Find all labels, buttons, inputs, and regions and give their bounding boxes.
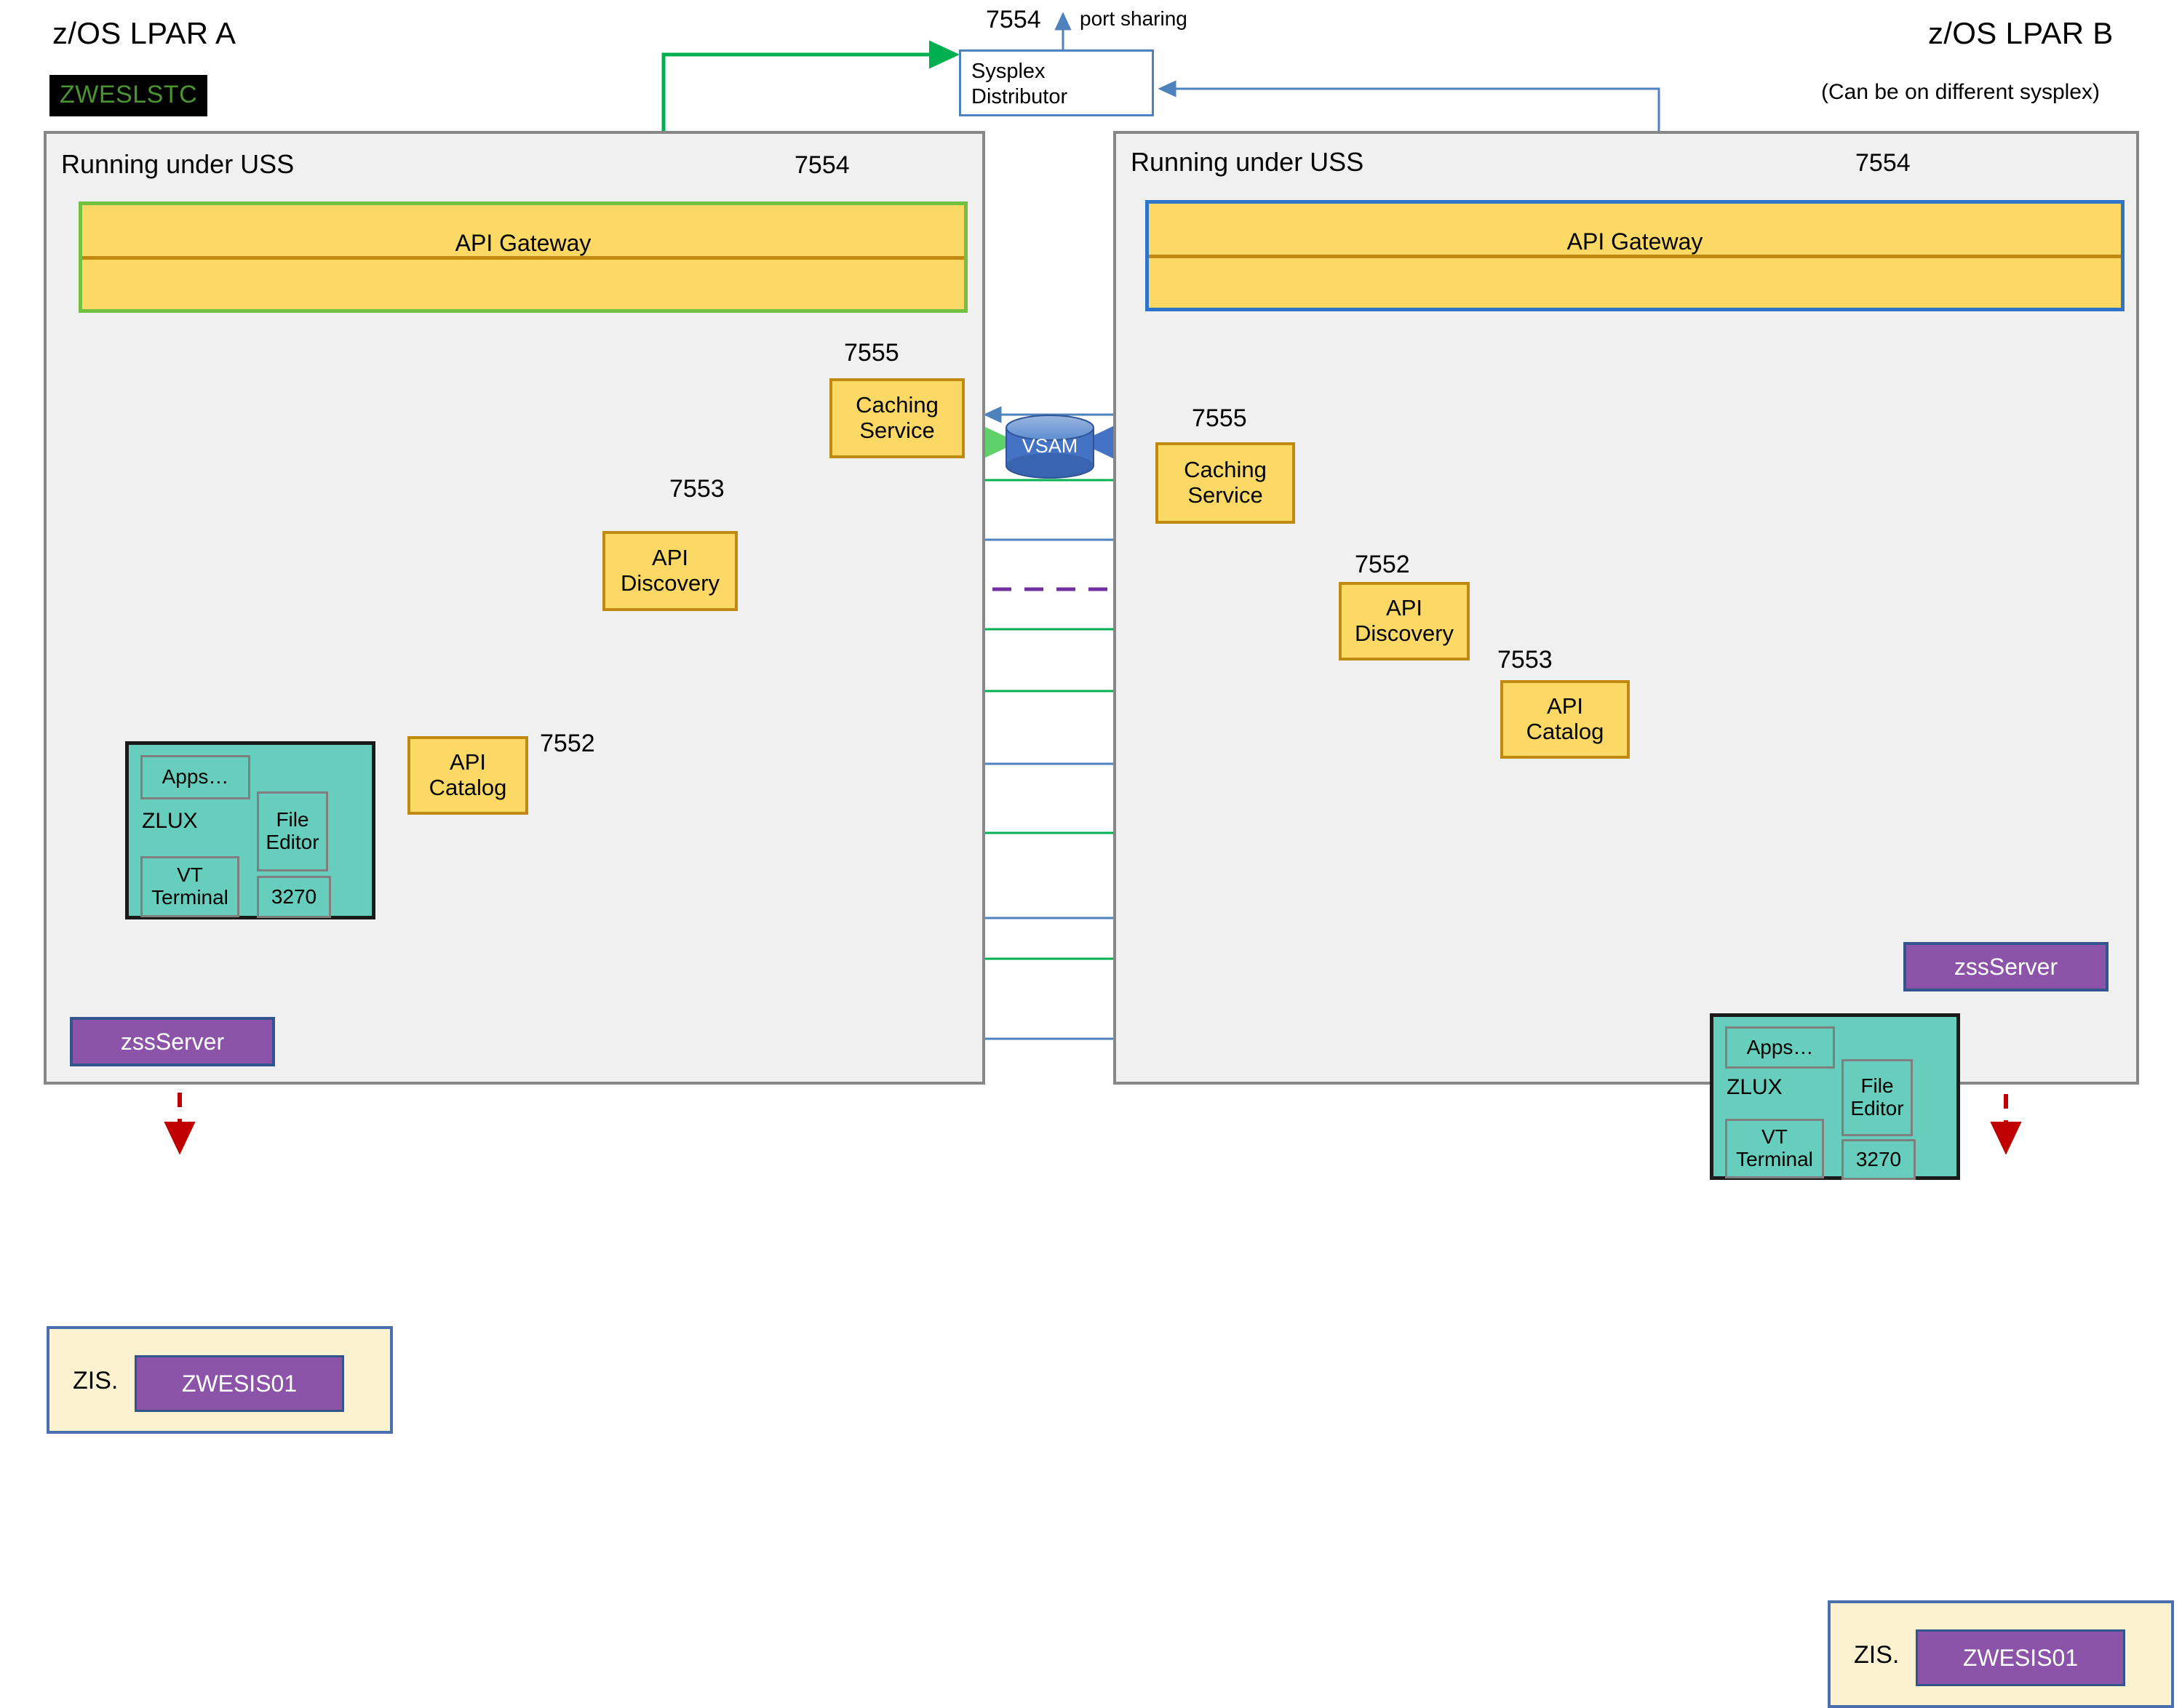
lpar-b-zis-panel: ZIS. ZWESIS01 bbox=[1828, 1600, 2174, 1708]
lpar-b-caching-line1: Caching bbox=[1184, 457, 1267, 483]
sysplex-distributor-box[interactable]: Sysplex Distributor bbox=[959, 49, 1154, 116]
lpar-a-catalog-line1: API bbox=[450, 749, 486, 775]
lpar-a-panel-label: Running under USS bbox=[61, 149, 295, 179]
zweslstc-badge: ZWESLSTC bbox=[49, 75, 208, 116]
lpar-a-discovery-line2: Discovery bbox=[620, 570, 720, 596]
lpar-b-zis-label: ZIS. bbox=[1854, 1641, 1900, 1669]
lpar-b-zss-server[interactable]: zssServer bbox=[1903, 942, 2109, 991]
lpar-a-caching-line1: Caching bbox=[856, 392, 939, 418]
lpar-b-discovery-line1: API bbox=[1386, 595, 1422, 621]
lpar-b-zlux-vt-terminal[interactable]: VT Terminal bbox=[1725, 1119, 1824, 1178]
lpar-b-api-catalog[interactable]: API Catalog bbox=[1500, 680, 1630, 759]
lpar-a-zlux[interactable]: Apps… ZLUX File Editor VT Terminal 3270 bbox=[125, 741, 375, 919]
lpar-b-caching-line2: Service bbox=[1187, 482, 1263, 508]
lpar-a-zlux-name: ZLUX bbox=[142, 809, 198, 833]
lpar-a-zss-server[interactable]: zssServer bbox=[70, 1017, 275, 1066]
lpar-b-title: z/OS LPAR B bbox=[1928, 16, 2114, 50]
lpar-a-discovery-line1: API bbox=[652, 545, 688, 571]
lpar-b-zlux[interactable]: Apps… ZLUX File Editor VT Terminal 3270 bbox=[1710, 1013, 1960, 1180]
lpar-a-zlux-apps[interactable]: Apps… bbox=[140, 755, 250, 799]
lpar-a-caching-service[interactable]: Caching Service bbox=[829, 378, 965, 458]
lpar-b-note: (Can be on different sysplex) bbox=[1821, 80, 2100, 104]
lpar-a-gateway-port: 7554 bbox=[795, 151, 850, 179]
lpar-b-file-editor-line1: File bbox=[1860, 1074, 1894, 1098]
architecture-diagram: z/OS LPAR A ZWESLSTC z/OS LPAR B (Can be… bbox=[44, 6, 2174, 1708]
lpar-a-title: z/OS LPAR A bbox=[52, 16, 236, 50]
lpar-a-api-catalog[interactable]: API Catalog bbox=[407, 736, 528, 815]
lpar-a-api-gateway-label: API Gateway bbox=[455, 230, 592, 256]
lpar-a-discovery-port: 7553 bbox=[669, 475, 725, 503]
lpar-b-zlux-apps[interactable]: Apps… bbox=[1725, 1026, 1835, 1069]
lpar-b-catalog-line1: API bbox=[1547, 693, 1583, 719]
lpar-b-file-editor-line2: Editor bbox=[1850, 1097, 1904, 1120]
vsam-label: VSAM bbox=[1022, 435, 1078, 457]
lpar-b-api-gateway-label: API Gateway bbox=[1566, 228, 1703, 255]
lpar-b-zwesis01[interactable]: ZWESIS01 bbox=[1916, 1629, 2125, 1686]
lpar-a-caching-line2: Service bbox=[859, 418, 935, 443]
lpar-b-caching-service[interactable]: Caching Service bbox=[1155, 442, 1295, 524]
lpar-b-zlux-file-editor[interactable]: File Editor bbox=[1841, 1059, 1913, 1136]
lpar-b-api-gateway[interactable]: API Gateway bbox=[1145, 200, 2125, 311]
port-sharing-label: port sharing bbox=[1080, 7, 1187, 30]
lpar-b-panel-label: Running under USS bbox=[1131, 147, 1364, 177]
lpar-b-vt-line2: Terminal bbox=[1736, 1148, 1813, 1170]
lpar-b-api-discovery[interactable]: API Discovery bbox=[1339, 582, 1470, 661]
lpar-a-api-gateway[interactable]: API Gateway bbox=[79, 201, 968, 313]
lpar-a-vt-line1: VT bbox=[177, 863, 203, 887]
lpar-a-catalog-line2: Catalog bbox=[429, 775, 507, 800]
lpar-a-zis-panel: ZIS. ZWESIS01 bbox=[47, 1326, 393, 1434]
lpar-a-file-editor-line1: File bbox=[276, 808, 309, 831]
lpar-a-zlux-file-editor[interactable]: File Editor bbox=[257, 791, 328, 871]
lpar-a-caching-port: 7555 bbox=[844, 339, 899, 367]
lpar-a-api-gateway-divider bbox=[82, 256, 964, 260]
sysplex-distributor-line2: Distributor bbox=[971, 84, 1068, 108]
lpar-b-discovery-port: 7552 bbox=[1355, 551, 1410, 578]
lpar-b-zlux-name: ZLUX bbox=[1727, 1075, 1783, 1099]
lpar-b-api-gateway-divider bbox=[1149, 255, 2121, 258]
lpar-b-zlux-3270[interactable]: 3270 bbox=[1841, 1139, 1916, 1180]
lpar-b-discovery-line2: Discovery bbox=[1354, 620, 1454, 646]
lpar-b-vt-line1: VT bbox=[1761, 1125, 1788, 1149]
lpar-a-zlux-vt-terminal[interactable]: VT Terminal bbox=[140, 856, 239, 917]
lpar-a-catalog-port: 7552 bbox=[540, 730, 595, 757]
lpar-b-catalog-line2: Catalog bbox=[1526, 719, 1604, 744]
lpar-a-vt-line2: Terminal bbox=[151, 886, 228, 909]
lpar-a-api-discovery[interactable]: API Discovery bbox=[602, 531, 738, 611]
lpar-a-zwesis01[interactable]: ZWESIS01 bbox=[135, 1355, 344, 1412]
port-sharing-port: 7554 bbox=[986, 6, 1041, 33]
lpar-a-zlux-3270[interactable]: 3270 bbox=[257, 876, 331, 918]
lpar-b-gateway-port: 7554 bbox=[1855, 149, 1911, 177]
lpar-b-caching-port: 7555 bbox=[1192, 404, 1247, 432]
lpar-a-zis-label: ZIS. bbox=[73, 1367, 119, 1394]
lpar-a-file-editor-line2: Editor bbox=[266, 831, 319, 853]
sysplex-distributor-line1: Sysplex bbox=[971, 60, 1046, 83]
lpar-b-catalog-port: 7553 bbox=[1497, 646, 1553, 674]
